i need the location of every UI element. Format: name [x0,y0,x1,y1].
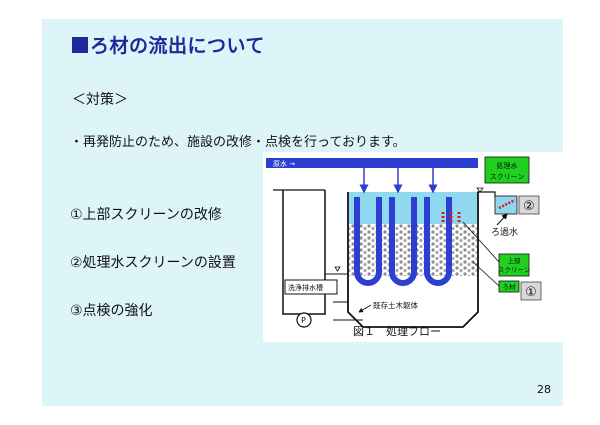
measure-2: ②処理水スクリーンの設置 [70,255,236,271]
inlet-channel [282,190,326,315]
marker-1 [520,281,542,301]
marker-2 [518,195,540,215]
media-label [498,280,520,293]
u-pipe-1 [354,197,382,286]
structure-label: 既存土木躯体 [373,300,418,310]
wash-drain-tank [284,279,338,295]
raw-water-label: 原水 → [273,159,295,168]
pump-icon [296,312,312,328]
main-tank-structure [347,192,479,328]
slide-title-text: ろ材の流出について [90,35,265,57]
u-pipe-3 [424,197,452,286]
slide-title: ろ材の流出について [72,31,265,58]
svg-text:ろ材: ろ材 [503,282,517,291]
title-square-bullet [72,37,88,53]
figure-caption: 図１ 処理フロー [353,325,441,338]
intro-text: ・再発防止のため、施設の改修・点検を行っております。 [70,135,406,150]
measure-3: ③点検の強化 [70,303,153,319]
svg-text:スクリーン: スクリーン [498,266,530,274]
svg-text:処理水: 処理水 [497,161,518,170]
slide: ろ材の流出について ＜対策＞ ・再発防止のため、施設の改修・点検を行っております… [42,19,563,406]
svg-text:スクリーン: スクリーン [490,173,525,181]
svg-text:上部: 上部 [508,256,522,265]
upper-screen-label [498,253,530,277]
treated-water-screen-label [484,156,530,184]
svg-text:②: ② [523,199,535,214]
svg-text:①: ① [525,285,537,300]
u-pipe-2 [389,197,417,286]
wash-drain-tank-label: 洗浄排水槽 [288,283,323,292]
measure-1: ①上部スクリーンの改修 [70,207,222,223]
treated-water-screen-mark [498,198,516,210]
raw-water-pipe [266,158,478,168]
page-number: 28 [537,383,551,396]
process-flow-figure: 原水 → 洗浄排水槽 P [263,152,563,342]
process-flow-diagram: 原水 → 洗浄排水槽 P [266,156,542,338]
filtered-water-label: ろ過水 [491,226,518,238]
pump-label: P [301,316,306,325]
countermeasures-heading: ＜対策＞ [72,92,128,108]
